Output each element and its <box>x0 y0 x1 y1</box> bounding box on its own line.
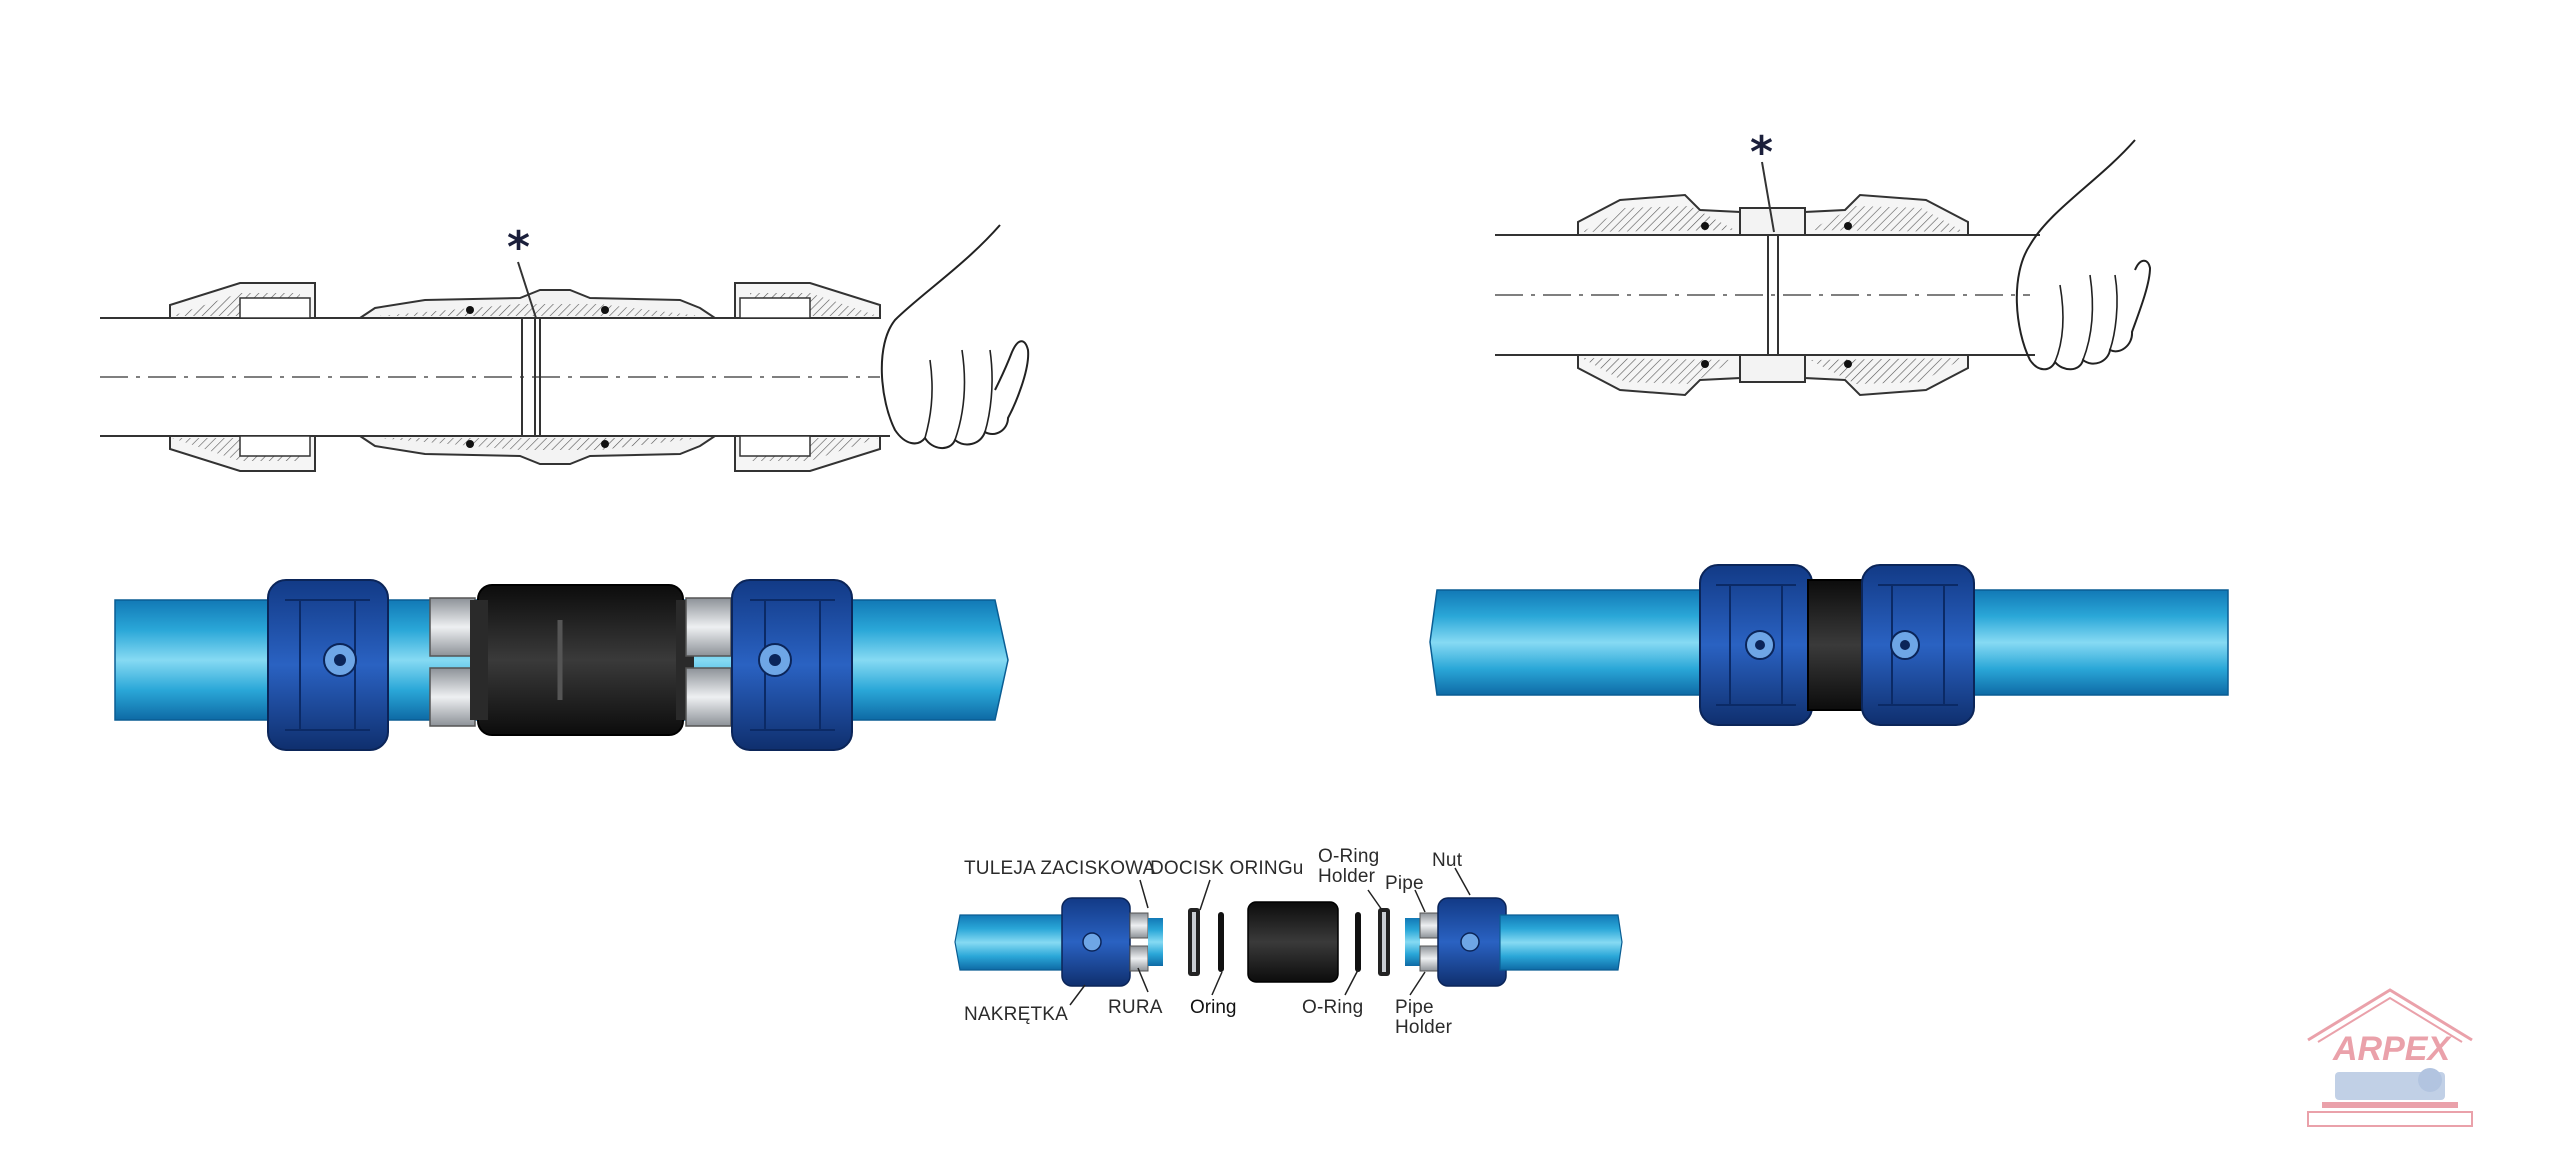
label-pipe-holder-line1: Pipe <box>1395 997 1434 1018</box>
label-rura: RURA <box>1108 997 1163 1018</box>
asterisk-marker-left: * <box>507 222 530 273</box>
exploded-body <box>1247 901 1339 983</box>
label-tuleja-zaciskowa: TULEJA ZACISKOWA <box>964 858 1156 879</box>
label-pipe-top: Pipe <box>1385 873 1424 894</box>
label-o-ring-holder-line1: O-Ring <box>1318 846 1379 867</box>
render-coupling-before <box>114 579 1009 751</box>
render-coupling-after <box>1429 564 2229 726</box>
label-o-ring-holder-line2: Holder <box>1318 866 1376 887</box>
label-nakretka: NAKRĘTKA <box>964 1004 1068 1025</box>
label-docisk-oringu: DOCISK ORINGu <box>1150 858 1304 879</box>
exploded-view: TULEJA ZACISKOWA DOCISK ORINGu O-Ring Ho… <box>954 846 1623 1038</box>
logo-text: ARPEX <box>2332 1030 2452 1068</box>
section-drawing-after: * <box>1495 127 2152 397</box>
asterisk-marker-right: * <box>1750 127 1773 178</box>
label-o-ring: O-Ring <box>1302 997 1363 1018</box>
coupling-body <box>477 584 684 736</box>
label-oring: Oring <box>1190 997 1236 1018</box>
label-pipe-holder-line2: Holder <box>1395 1017 1453 1038</box>
nut-right <box>731 579 853 751</box>
arpex-logo: ARPEX <box>2307 988 2473 1127</box>
section-drawing-before: * <box>100 222 1030 472</box>
label-nut: Nut <box>1432 850 1463 871</box>
